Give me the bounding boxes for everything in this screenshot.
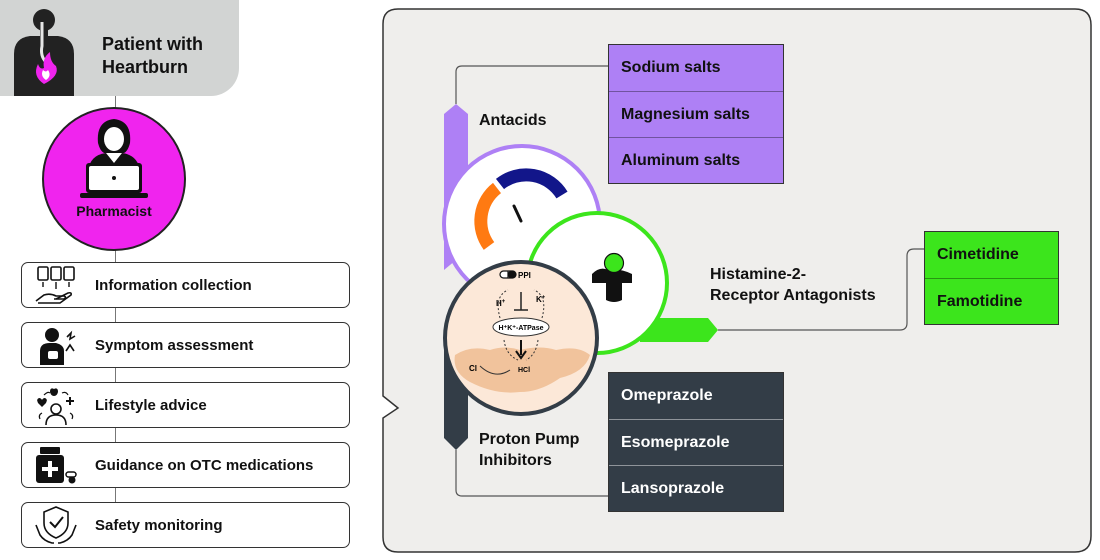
drug-item: Cimetidine [937,246,1019,263]
step-safety-monitoring: Safety monitoring [21,502,350,548]
h2ra-label: Histamine-2- Receptor Antagonists [710,264,876,306]
patient-heartburn-icon [14,9,74,96]
step-label: Safety monitoring [95,516,223,534]
drug-item: Sodium salts [621,59,721,76]
patient-label-line1: Patient with [102,34,204,54]
person-pain-icon [40,328,76,365]
medicine-bottle-icon [36,447,77,484]
ppi-connector [455,450,608,497]
ppi-label-line1: Proton Pump [479,431,580,448]
gauge-blue-arc [495,168,568,199]
inhibition-mark [514,292,528,311]
pharmacist-laptop-icon [80,119,148,198]
h2ra-list: Cimetidine Famotidine [924,231,1059,325]
patient-label: Patient with Heartburn [102,33,203,79]
h2ra-label-line1: Histamine-2- [710,266,807,283]
step-label: Lifestyle advice [95,396,207,414]
patient-label-line2: Heartburn [102,57,189,77]
connector-line [115,96,116,108]
step-label: Symptom assessment [95,336,254,354]
panel-background [382,8,1092,553]
atpase-pump-icon [492,317,550,337]
drug-item: Lansoprazole [609,465,783,511]
drug-item: Magnesium salts [609,91,783,137]
step-information-collection: Information collection [21,262,350,308]
drug-item: Omeprazole [621,387,713,404]
step-label: Information collection [95,276,252,294]
shield-hands-icon [35,506,77,544]
h2ra-label-line2: Receptor Antagonists [710,287,876,304]
h2ra-connector [718,248,924,331]
ppi-label-line2: Inhibitors [479,452,552,469]
gauge-orange-arc [474,182,502,250]
lifestyle-person-icon [37,388,74,425]
h-ion-text: H+ [496,299,506,308]
antacid-connector [455,65,608,104]
ppi-list: Omeprazole Esomeprazole Lansoprazole [608,372,784,512]
gauge-needle [512,204,523,223]
documents-hand-icon [35,266,75,304]
drug-item: Esomeprazole [609,419,783,465]
histamine-icon [603,252,625,274]
step-lifestyle-advice: Lifestyle advice [21,382,350,428]
step-otc-guidance: Guidance on OTC medications [21,442,350,488]
ppi-label: Proton Pump Inhibitors [479,429,579,471]
receptor-icon [592,268,632,302]
step-label: Guidance on OTC medications [95,456,314,474]
step-symptom-assessment: Symptom assessment [21,322,350,368]
antacids-label: Antacids [479,112,547,129]
antacid-list: Sodium salts Magnesium salts Aluminum sa… [608,44,784,184]
drug-item: Famotidine [925,278,1058,324]
stomach-lining-icon [454,347,590,393]
k-ion-text: K+ [536,295,546,304]
ppi-drug-text: PPI [518,271,531,280]
pharmacist-label: Pharmacist [76,203,152,219]
cl-text: Cl [469,364,477,373]
drug-item: Aluminum salts [609,137,783,183]
hcl-text: HCl [518,367,530,374]
pump-text: H⁺K⁺-ATPase [499,325,544,332]
h2ra-flag [640,318,718,342]
